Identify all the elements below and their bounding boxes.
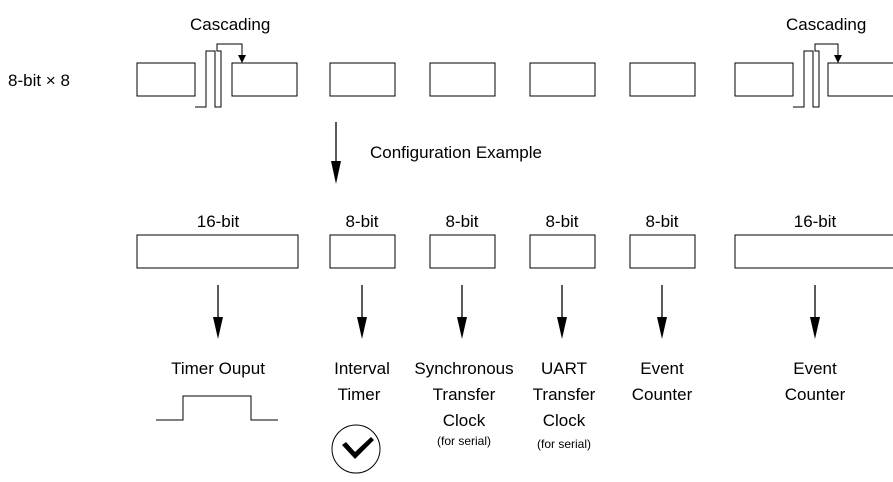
timer-box-4 xyxy=(429,62,496,97)
timer-box-6 xyxy=(629,62,696,97)
sync-transfer-line-1: Synchronous xyxy=(414,359,513,378)
timer-box-7 xyxy=(734,62,794,97)
timer-box-5 xyxy=(529,62,596,97)
down-arrow-6 xyxy=(810,285,820,339)
timer-box-2 xyxy=(231,62,298,97)
config-box-16bit-right xyxy=(734,234,893,269)
down-arrow-3 xyxy=(457,285,467,339)
bit-label-2: 8-bit xyxy=(345,212,378,231)
uart-transfer-line-3: Clock xyxy=(543,411,586,430)
config-box-8bit-4 xyxy=(629,234,696,269)
cascading-label-left: Cascading xyxy=(190,15,270,34)
uart-transfer-line-1: UART xyxy=(541,359,587,378)
cascading-label-right: Cascading xyxy=(786,15,866,34)
event-counter-2-line-1: Event xyxy=(793,359,837,378)
timer-box-3 xyxy=(329,62,396,97)
bit-label-3: 8-bit xyxy=(445,212,478,231)
configuration-arrow xyxy=(331,122,341,184)
top-row-label: 8-bit × 8 xyxy=(8,71,70,90)
clock-icon xyxy=(331,424,381,474)
down-arrow-2 xyxy=(357,285,367,339)
cascading-connector-left xyxy=(195,43,246,108)
sync-transfer-line-4: (for serial) xyxy=(437,434,491,448)
bit-label-1: 16-bit xyxy=(197,212,240,231)
event-counter-2-line-2: Counter xyxy=(785,385,846,404)
bit-label-4: 8-bit xyxy=(545,212,578,231)
config-box-8bit-2 xyxy=(429,234,496,269)
config-box-8bit-3 xyxy=(529,234,596,269)
timer-output-label: Timer Ouput xyxy=(171,359,265,378)
sync-transfer-line-3: Clock xyxy=(443,411,486,430)
down-arrow-1 xyxy=(213,285,223,339)
pulse-waveform-icon xyxy=(156,395,278,421)
timer-box-8 xyxy=(827,62,893,97)
event-counter-1-line-2: Counter xyxy=(632,385,693,404)
down-arrow-4 xyxy=(557,285,567,339)
cascading-connector-right xyxy=(793,43,842,108)
sync-transfer-line-2: Transfer xyxy=(433,385,496,404)
timer-box-1 xyxy=(136,62,196,97)
configuration-example-label: Configuration Example xyxy=(370,143,542,162)
down-arrow-5 xyxy=(657,285,667,339)
bit-label-6: 16-bit xyxy=(794,212,837,231)
uart-transfer-line-4: (for serial) xyxy=(537,437,591,451)
interval-timer-line-1: Interval xyxy=(334,359,390,378)
event-counter-1-line-1: Event xyxy=(640,359,684,378)
config-box-16bit-left xyxy=(136,234,299,269)
bit-label-5: 8-bit xyxy=(645,212,678,231)
config-box-8bit-1 xyxy=(329,234,396,269)
interval-timer-line-2: Timer xyxy=(338,385,381,404)
uart-transfer-line-2: Transfer xyxy=(533,385,596,404)
